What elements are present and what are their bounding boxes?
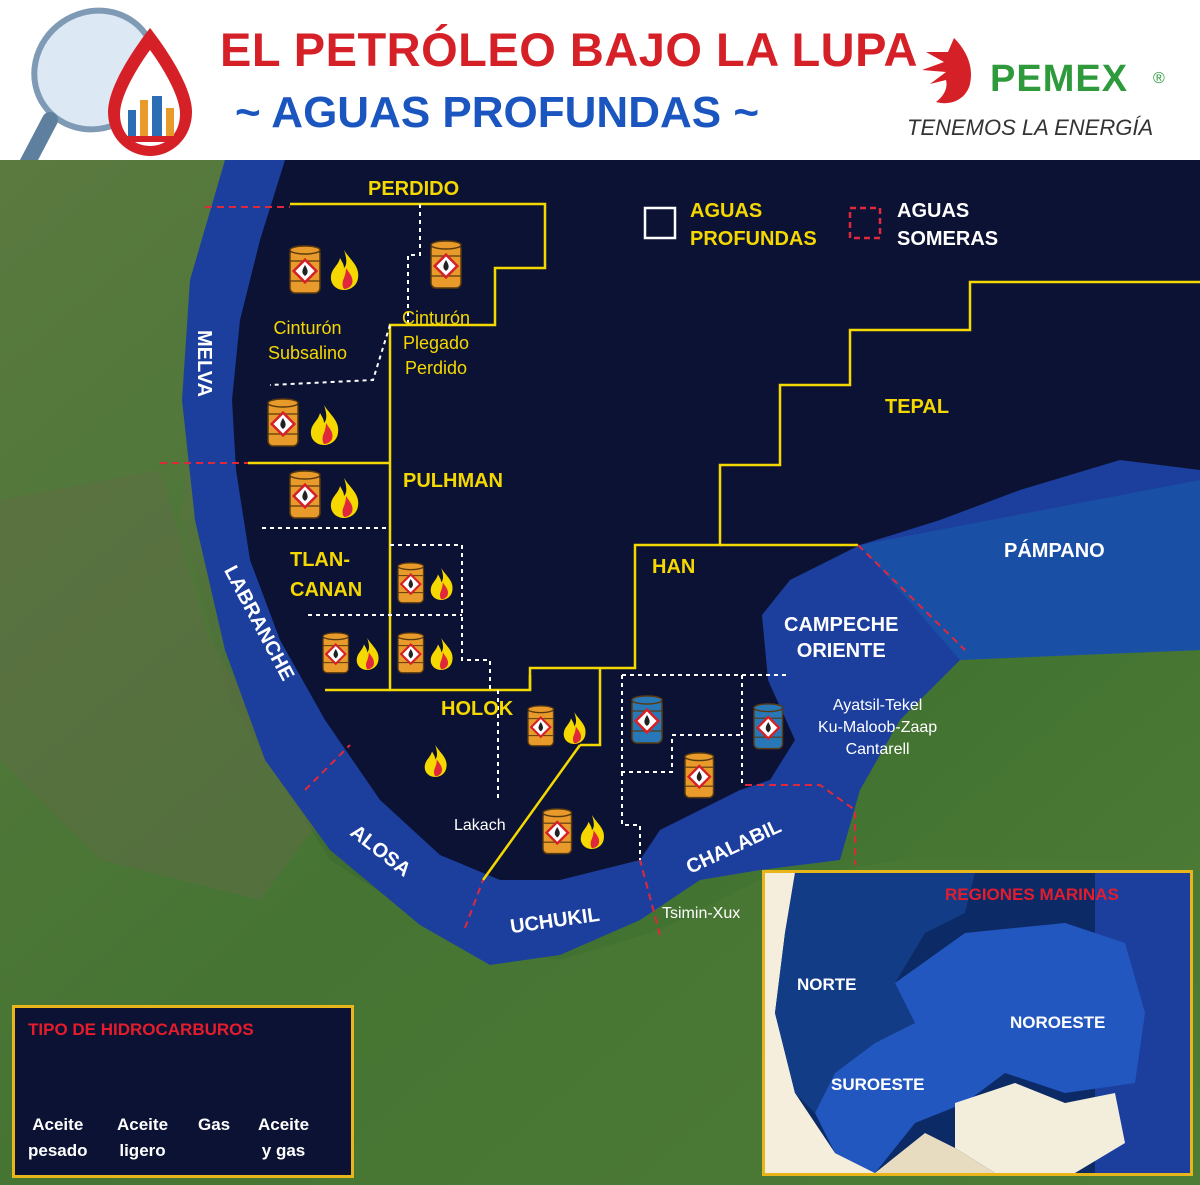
brand-name: PEMEX bbox=[990, 58, 1129, 100]
play-line-perdido bbox=[407, 204, 421, 325]
shallow-water-legend-swatch bbox=[848, 206, 882, 240]
inset-title: REGIONES MARINAS bbox=[945, 885, 1119, 904]
play-label-plegado-perdido: Cinturón Plegado Perdido bbox=[402, 306, 470, 381]
inset-label-suroeste: SUROESTE bbox=[831, 1075, 925, 1094]
legend-oil-gas-line1: Aceite bbox=[258, 1115, 310, 1134]
pampano-shelf bbox=[860, 480, 1200, 660]
shallow-water-legend-line2: SOMERAS bbox=[897, 228, 999, 250]
field-label-kumaloob: Ku-Maloob-Zaap bbox=[818, 719, 938, 736]
play-label-plegado-1: Cinturón bbox=[402, 308, 471, 328]
page-title: EL PETRÓLEO BAJO LA LUPA bbox=[220, 23, 918, 76]
area-label-campeche-oriente: CAMPECHE ORIENTE bbox=[784, 612, 898, 664]
inset-yucatan-land bbox=[955, 1083, 1125, 1173]
inset-land-south bbox=[875, 1133, 995, 1173]
brand-registered-mark: ® bbox=[1153, 70, 1165, 87]
legend-heavy-oil-label: Aceite pesado bbox=[28, 1112, 88, 1164]
wave-left-icon: ~ bbox=[235, 88, 261, 137]
play-label-subsalino: Cinturón Subsalino bbox=[268, 316, 347, 366]
deep-water-legend-label: AGUAS PROFUNDAS bbox=[690, 197, 817, 253]
shallow-line-uchukil bbox=[639, 859, 661, 936]
deep-boundary-holok-south bbox=[481, 744, 582, 881]
legend-oil-gas-label: Aceite y gas bbox=[258, 1112, 309, 1164]
area-label-campeche-2: ORIENTE bbox=[796, 640, 886, 662]
deep-water-area bbox=[232, 160, 1200, 880]
inset-land-west bbox=[765, 873, 875, 1173]
legend-light-oil-label: Aceite ligero bbox=[117, 1112, 168, 1164]
legend-oil-gas-line2: y gas bbox=[261, 1141, 306, 1160]
area-label-tlancanan-1: TLAN- bbox=[290, 549, 350, 571]
area-label-perdido: PERDIDO bbox=[368, 178, 460, 200]
inset-label-norte: NORTE bbox=[797, 975, 857, 994]
shallow-boundaries bbox=[160, 206, 966, 936]
inset-label-noroeste: NOROESTE bbox=[1010, 1013, 1106, 1032]
legend-heavy-oil-line1: Aceite bbox=[32, 1115, 84, 1134]
regiones-marinas-inset bbox=[762, 870, 1193, 1176]
legend-light-oil-line1: Aceite bbox=[117, 1115, 169, 1134]
play-label-subsalino-2: Subsalino bbox=[268, 343, 348, 363]
hydrocarbon-legend bbox=[12, 1005, 354, 1178]
magnifier-drop-logo bbox=[19, 7, 192, 160]
shallow-line-chalabil bbox=[745, 784, 856, 865]
play-line-chalabil-bottom bbox=[621, 772, 641, 860]
deep-water-boundaries bbox=[248, 202, 1200, 881]
hydrocarbon-legend-title: TIPO DE HIDROCARBUROS bbox=[28, 1020, 254, 1039]
field-labels-campeche: Ayatsil-Tekel Ku-Maloob-Zaap Cantarell bbox=[818, 695, 937, 761]
legend-gas-label: Gas bbox=[198, 1115, 231, 1134]
area-label-han: HAN bbox=[652, 556, 696, 578]
play-line-tlancanan-right bbox=[390, 544, 491, 690]
area-label-pampano: PÁMPANO bbox=[1004, 540, 1105, 562]
page-subtitle: ~ AGUAS PROFUNDAS ~ bbox=[235, 88, 759, 138]
inset-norte-region bbox=[775, 873, 975, 1113]
deep-boundary-main bbox=[290, 202, 1200, 692]
deep-water-legend-line1: AGUAS bbox=[690, 200, 763, 222]
field-label-lakach: Lakach bbox=[454, 817, 506, 834]
shallow-line-campeche bbox=[857, 544, 966, 651]
shallow-line-alosa bbox=[464, 879, 484, 929]
sierra-area bbox=[0, 470, 320, 900]
deep-water-legend-swatch bbox=[643, 206, 677, 240]
area-label-tlancanan-2: CANAN bbox=[290, 579, 363, 601]
play-label-subsalino-1: Cinturón bbox=[273, 318, 342, 338]
legend-light-oil-line2: ligero bbox=[119, 1141, 166, 1160]
pemex-eagle-logo bbox=[922, 38, 972, 104]
field-label-tsimin: Tsimin-Xux bbox=[662, 905, 741, 922]
shallow-water-legend-label: AGUAS SOMERAS bbox=[897, 197, 998, 253]
area-label-melva: MELVA bbox=[193, 329, 216, 398]
area-label-holok: HOLOK bbox=[441, 698, 514, 720]
header: EL PETRÓLEO BAJO LA LUPA ~ AGUAS PROFUND… bbox=[0, 0, 1200, 160]
field-label-cantarell: Cantarell bbox=[845, 741, 910, 758]
shallow-water-legend-line1: AGUAS bbox=[897, 200, 970, 222]
play-boundaries bbox=[262, 204, 790, 860]
deep-water-legend-line2: PROFUNDAS bbox=[690, 228, 817, 250]
brand-slogan: TENEMOS LA ENERGÍA bbox=[907, 115, 1154, 140]
page-subtitle-text: AGUAS PROFUNDAS bbox=[271, 88, 722, 137]
shallow-line-labranche bbox=[304, 744, 351, 791]
wave-right-icon: ~ bbox=[733, 88, 760, 137]
deep-boundary-holok-east bbox=[580, 668, 602, 747]
area-label-tlancanan: TLAN- CANAN bbox=[290, 545, 362, 605]
inset-map bbox=[765, 873, 1190, 1173]
field-label-ayatsil: Ayatsil-Tekel bbox=[832, 697, 923, 714]
play-line-chalabil-mid bbox=[621, 675, 742, 773]
area-label-tepal: TEPAL bbox=[885, 396, 950, 418]
play-line-subsalino bbox=[269, 324, 391, 386]
area-label-campeche-1: CAMPECHE bbox=[784, 614, 899, 636]
area-label-pulhman: PULHMAN bbox=[403, 470, 503, 492]
play-label-plegado-2: Plegado bbox=[402, 333, 470, 353]
play-label-plegado-3: Perdido bbox=[405, 358, 468, 378]
inset-noroeste-region bbox=[815, 923, 1145, 1173]
legend-heavy-oil-line2: pesado bbox=[28, 1141, 88, 1160]
